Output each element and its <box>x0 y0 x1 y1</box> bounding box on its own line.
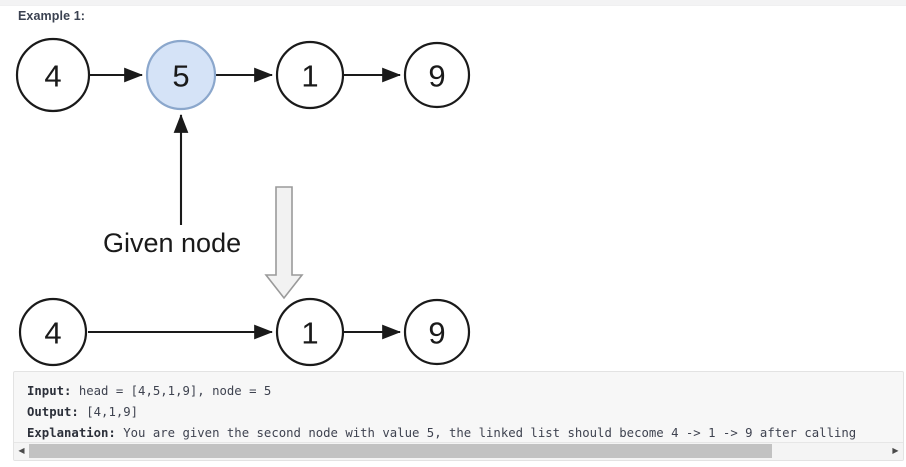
node-circle <box>275 297 345 367</box>
node-circle <box>15 37 91 113</box>
node-value: 4 <box>44 316 61 351</box>
top-row-node-1: 1 <box>275 40 345 110</box>
top-row-node-5-given: 5 <box>145 39 217 111</box>
top-row-node-4: 4 <box>15 37 91 113</box>
node-circle <box>403 41 471 109</box>
code-line-input-keyword: Input: <box>27 384 72 398</box>
transform-block-arrow <box>264 186 304 300</box>
node-circle-highlighted <box>145 39 217 111</box>
example-code-block: Input: head = [4,5,1,9], node = 5 Output… <box>13 371 904 461</box>
node-value: 4 <box>44 59 61 94</box>
code-line-output-keyword: Output: <box>27 405 79 419</box>
block-arrow-shape <box>264 186 304 300</box>
code-line-explanation-keyword: Explanation: <box>27 426 116 440</box>
code-line-output-value: [4,1,9] <box>78 405 139 419</box>
example-heading: Example 1: <box>18 9 86 23</box>
bottom-row-node-9: 9 <box>403 298 471 366</box>
node-value: 5 <box>172 59 189 94</box>
node-circle <box>18 297 88 367</box>
given-node-label: Given node <box>103 228 241 258</box>
code-content: Input: head = [4,5,1,9], node = 5 Output… <box>14 372 903 444</box>
node-circle <box>403 298 471 366</box>
code-line-output: Output: [4,1,9] <box>27 402 903 423</box>
scroll-left-arrow-icon[interactable]: ◀ <box>18 446 25 455</box>
node-value: 9 <box>428 59 445 94</box>
code-line-input: Input: head = [4,5,1,9], node = 5 <box>27 381 903 402</box>
linked-list-diagram: 4 5 1 9 4 <box>0 22 906 367</box>
node-circle <box>275 40 345 110</box>
scroll-right-arrow-icon[interactable]: ▶ <box>892 446 899 455</box>
code-line-explanation-value: You are given the second node with value… <box>115 426 857 440</box>
scrollbar-track[interactable] <box>29 444 888 458</box>
bottom-row-node-4: 4 <box>18 297 88 367</box>
bottom-row-node-1: 1 <box>275 297 345 367</box>
node-value: 9 <box>428 316 445 351</box>
top-row-node-9: 9 <box>403 41 471 109</box>
node-value: 1 <box>301 59 318 94</box>
code-block-horizontal-scrollbar[interactable]: ◀ ▶ <box>14 442 903 460</box>
node-value: 1 <box>301 316 318 351</box>
page-top-divider <box>0 0 906 6</box>
code-line-explanation: Explanation: You are given the second no… <box>27 423 903 444</box>
code-line-input-value: head = [4,5,1,9], node = 5 <box>71 384 272 398</box>
scrollbar-thumb[interactable] <box>29 444 773 458</box>
